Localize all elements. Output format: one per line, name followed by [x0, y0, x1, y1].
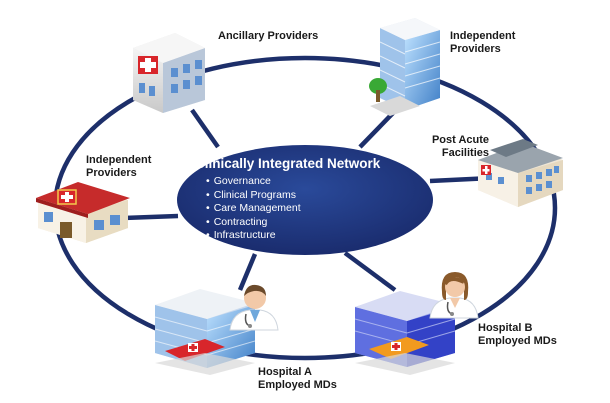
label-line: Independent	[86, 154, 152, 166]
hub-item: Care Management	[206, 202, 301, 216]
hub-item: Clinical Programs	[206, 189, 301, 203]
label-line: Ancillary Providers	[218, 30, 319, 42]
label-line: Employed MDs	[478, 335, 557, 347]
hub-item: Infrastructure	[206, 229, 301, 243]
label-independent-left: Independent Providers	[86, 154, 151, 180]
spoke-ancillary	[190, 108, 220, 149]
hub-item: Governance	[206, 175, 301, 189]
spoke-independent-left	[124, 213, 179, 221]
label-line: Hospital B	[478, 322, 533, 334]
label-ancillary: Ancillary Providers	[218, 30, 318, 43]
label-line: Providers	[450, 43, 501, 55]
label-line: Independent	[450, 30, 516, 42]
office-tower-icon	[369, 18, 441, 116]
hospital-b-icon	[354, 291, 456, 375]
label-line: Facilities	[441, 147, 489, 159]
spoke-hospital-b	[343, 251, 397, 292]
label-hospital-a: Hospital A Employed MDs	[258, 366, 337, 392]
clinic-building-icon	[133, 33, 205, 113]
hospital-a-icon	[154, 289, 256, 375]
post-acute-facility-icon	[478, 139, 563, 207]
urgent-care-icon	[36, 182, 130, 243]
label-line: Hospital A	[258, 366, 312, 378]
label-independent-top: Independent Providers	[450, 30, 515, 56]
label-line: Post Acute	[431, 134, 489, 146]
hub-list: Governance Clinical Programs Care Manage…	[206, 175, 301, 243]
doctor-male-icon	[229, 284, 279, 331]
label-post-acute: Post Acute Facilities	[425, 134, 489, 160]
hub-title: Clinically Integrated Network	[195, 156, 381, 171]
spoke-independent-top	[358, 111, 395, 149]
label-line: Providers	[86, 167, 137, 179]
label-hospital-b: Hospital B Employed MDs	[478, 322, 557, 348]
label-line: Employed MDs	[258, 379, 337, 391]
spoke-hospital-a	[237, 253, 258, 291]
hub-item: Contracting	[206, 216, 301, 230]
doctor-female-icon	[429, 272, 479, 319]
